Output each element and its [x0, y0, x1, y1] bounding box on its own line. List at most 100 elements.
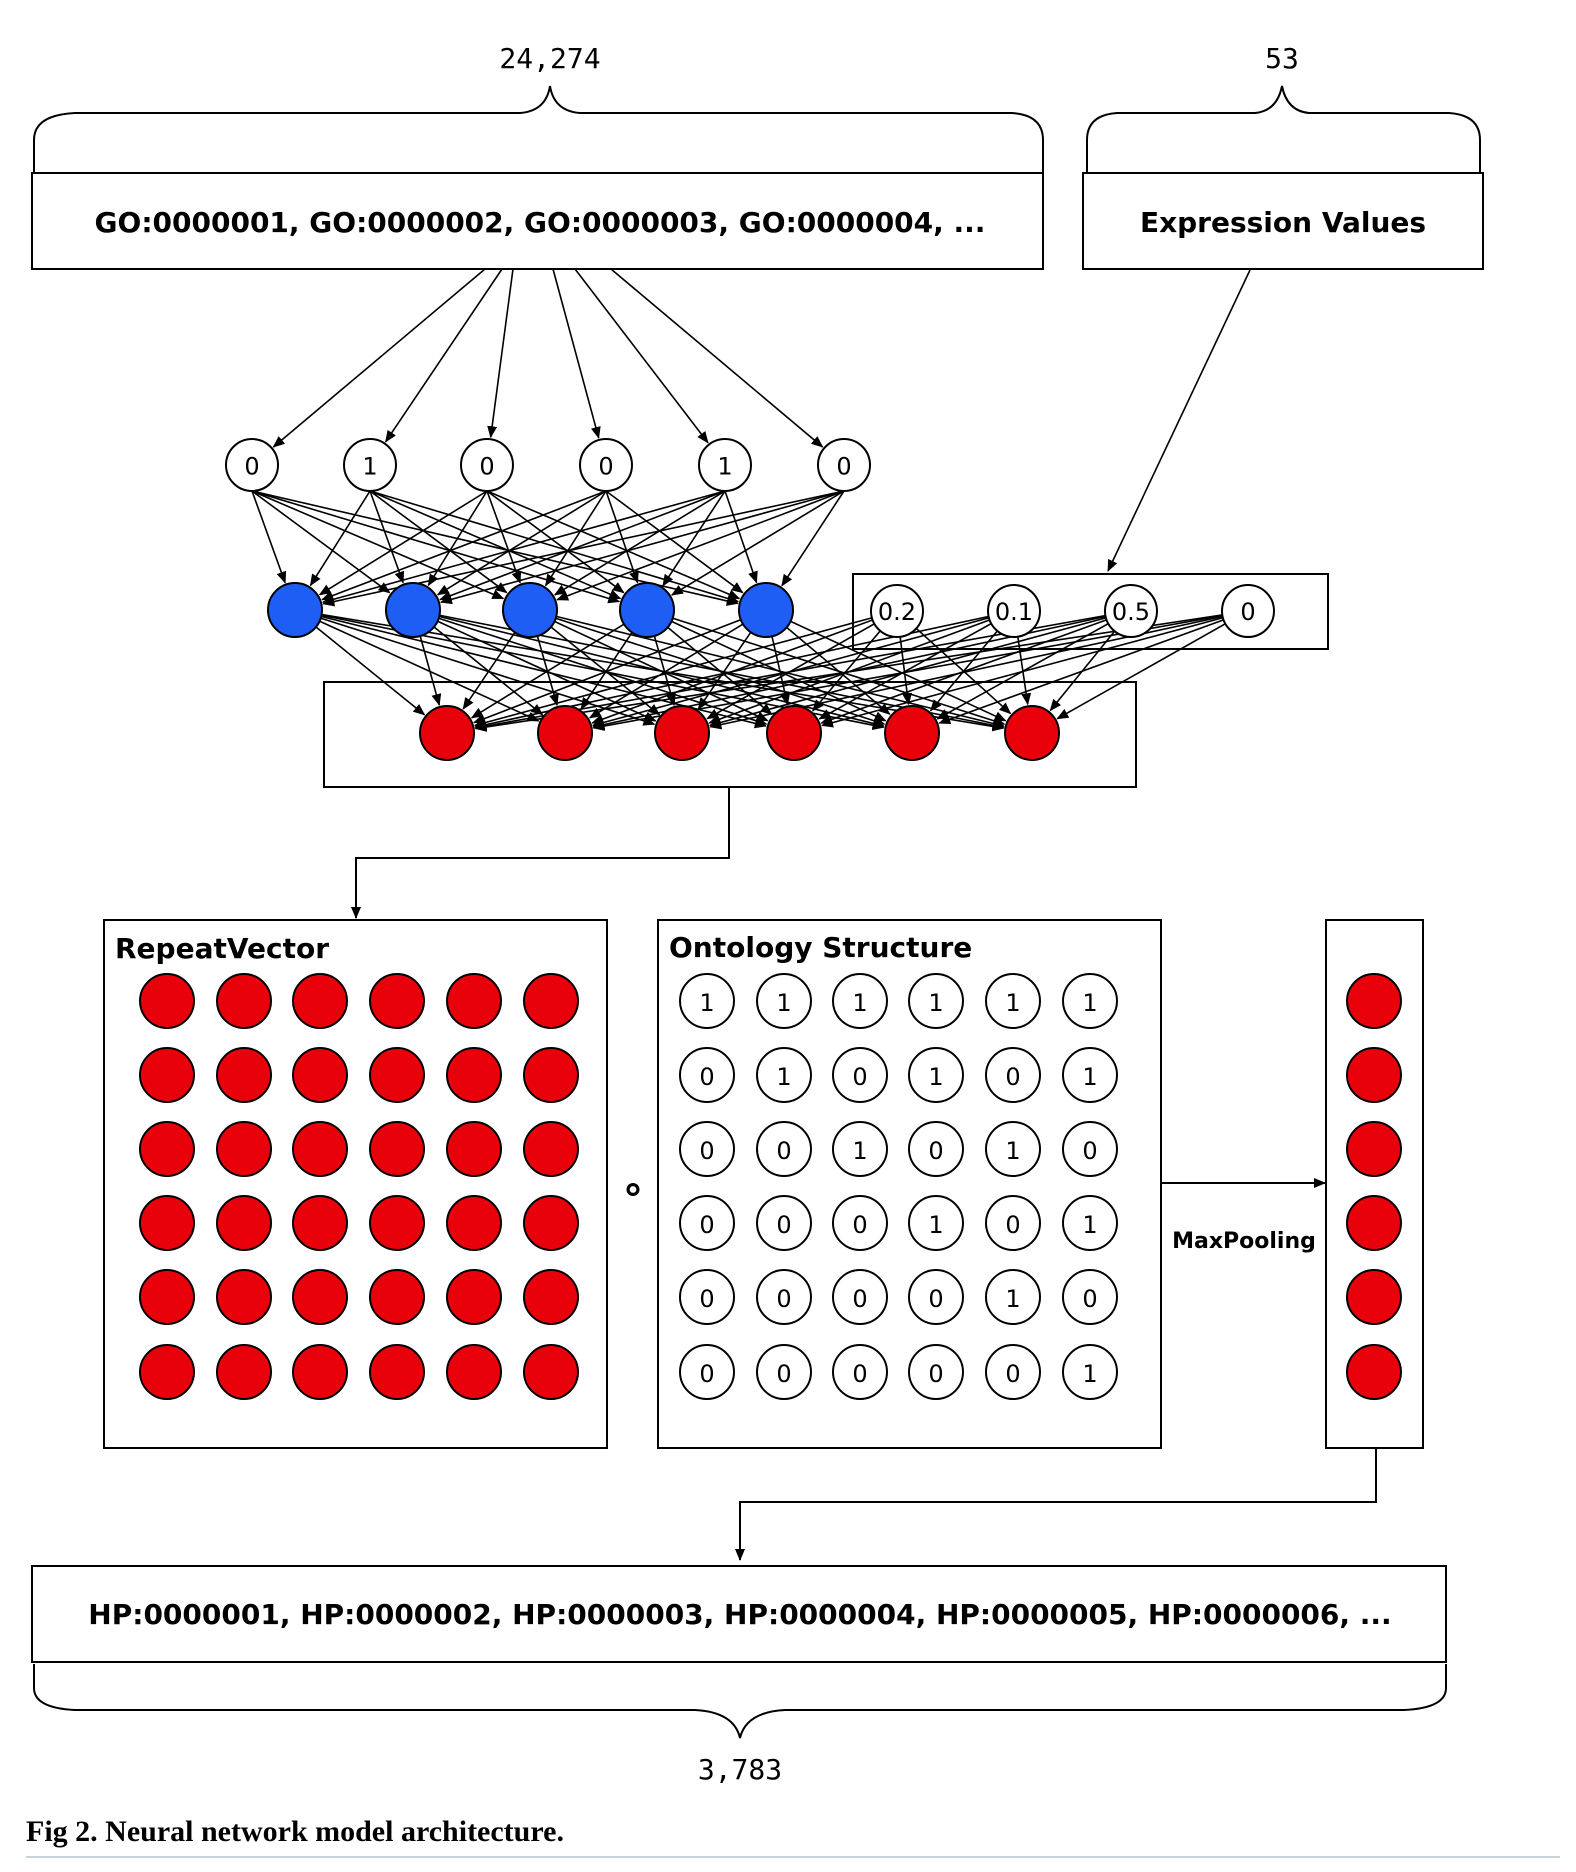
go-input-value: 1 [717, 452, 732, 480]
ontology-cell-value: 0 [699, 1285, 714, 1313]
repeatvector-neuron [369, 1269, 425, 1325]
repeatvector-neuron [446, 1269, 502, 1325]
pooled-neuron [1346, 1269, 1402, 1325]
ontology-cell [908, 1121, 964, 1177]
hidden-to-output-edge [473, 609, 767, 724]
ontology-cell-value: 0 [776, 1211, 791, 1239]
ontology-cell [908, 973, 964, 1029]
go-input-value: 0 [598, 452, 613, 480]
input-to-hidden-edge [781, 490, 845, 587]
input-to-hidden-edge [318, 490, 488, 596]
input-to-hidden-edge [369, 490, 508, 594]
network-connections [251, 268, 1251, 732]
ontology-cell-value: 1 [928, 989, 943, 1017]
input-to-hidden-edge [251, 490, 621, 604]
ontology-cell-value: 0 [1005, 1211, 1020, 1239]
repeatvector-neuron [446, 1344, 502, 1400]
repeatvector-panel: RepeatVector [103, 919, 608, 1449]
expression-to-output-edge [474, 610, 898, 728]
ontology-cell [985, 973, 1041, 1029]
go-terms-label: GO:0000001, GO:0000002, GO:0000003, GO:0… [95, 206, 986, 239]
repeatvector-neuron [139, 1195, 195, 1251]
ontology-cell [679, 1195, 735, 1251]
go-input-value: 0 [836, 452, 851, 480]
to-repeatvector-arrow [351, 788, 730, 919]
ontology-cell [985, 1269, 1041, 1325]
repeatvector-neuron [216, 1047, 272, 1103]
expression-input-node [987, 584, 1041, 638]
pooled-output-nodes [1346, 973, 1402, 1400]
expression-to-output-edge [1056, 610, 1249, 720]
expression-to-output-edge [936, 610, 1132, 720]
ontology-cell-value: 1 [776, 1063, 791, 1091]
pooled-neuron [1346, 973, 1402, 1029]
to-hp-box-arrow [735, 1448, 1377, 1561]
ontology-cell-value: 0 [852, 1063, 867, 1091]
ontology-cell [679, 1344, 735, 1400]
repeatvector-neuron [216, 1121, 272, 1177]
repeatvector-neuron [216, 1195, 272, 1251]
repeatvector-neuron [292, 1047, 348, 1103]
input-to-hidden-edge [486, 490, 741, 600]
ontology-cell-value: 0 [699, 1211, 714, 1239]
ontology-cell [985, 1121, 1041, 1177]
input-to-hidden-edge [439, 490, 726, 601]
repeatvector-neuron [292, 1195, 348, 1251]
figure-caption: Fig 2. Neural network model architecture… [26, 1815, 564, 1848]
go-term-count: 24,274 [499, 42, 600, 75]
ontology-cell [908, 1269, 964, 1325]
expression-input-value: 0.1 [995, 598, 1033, 626]
ontology-cell-value: 0 [699, 1063, 714, 1091]
input-to-hidden-edge [369, 490, 740, 604]
pooled-neuron [1346, 1195, 1402, 1251]
ontology-cell [756, 1195, 812, 1251]
input-to-hidden-edge [251, 490, 391, 594]
expression-to-output-edge [708, 610, 1015, 724]
pooled-neuron [1346, 1344, 1402, 1400]
ontology-cell-value: 1 [1005, 989, 1020, 1017]
expression-to-output-edge [821, 610, 1249, 728]
pooled-output-panel [1325, 919, 1424, 1449]
ontology-cell [908, 1047, 964, 1103]
expression-values-box: Expression Values [1082, 172, 1484, 270]
pooled-neuron [1346, 1047, 1402, 1103]
repeatvector-neuron [139, 1269, 195, 1325]
ontology-cell-value: 0 [1005, 1360, 1020, 1388]
go-to-input-arrow [610, 268, 824, 448]
repeatvector-neuron [292, 1269, 348, 1325]
ontology-cell-value: 0 [699, 1360, 714, 1388]
repeatvector-neuron [523, 1195, 579, 1251]
repeatvector-neuron [523, 1121, 579, 1177]
go-brace [33, 85, 1044, 172]
output-neuron [1004, 705, 1060, 761]
hidden-to-output-edge [529, 609, 769, 722]
ontology-cell-value: 1 [1082, 989, 1097, 1017]
repeatvector-neuron [446, 1047, 502, 1103]
input-to-hidden-edge [251, 490, 287, 584]
go-input-value: 0 [244, 452, 259, 480]
input-to-hidden-edge [309, 490, 371, 587]
repeatvector-neuron [369, 1121, 425, 1177]
repeatvector-neuron [523, 1344, 579, 1400]
ontology-cell-value: 1 [776, 989, 791, 1017]
go-input-node [698, 438, 752, 492]
ontology-cell [1062, 973, 1118, 1029]
ontology-cell-value: 0 [776, 1360, 791, 1388]
repeatvector-neuron [446, 973, 502, 1029]
expression-to-output-edge [818, 610, 1015, 720]
go-input-node [343, 438, 397, 492]
ontology-cell-value: 1 [1082, 1360, 1097, 1388]
expression-to-output-edge [591, 610, 898, 724]
go-to-input-arrow [272, 268, 486, 448]
go-to-input-arrow [384, 268, 503, 443]
input-to-hidden-edge [439, 490, 845, 605]
ontology-cell [832, 1269, 888, 1325]
expression-input-box [852, 573, 1329, 650]
expression-input-node [870, 584, 924, 638]
input-to-hidden-edge [724, 490, 758, 584]
expression-to-input-arrow [1107, 269, 1251, 572]
hidden-neuron [385, 582, 441, 638]
